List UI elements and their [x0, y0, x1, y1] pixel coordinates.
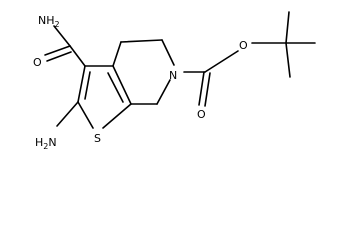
bond-amide-c-n	[53, 25, 71, 47]
structural-formula: NH2 O H2N S N O O	[33, 11, 316, 151]
atom-label-ether-o: O	[239, 39, 248, 52]
bond-c7a-s	[102, 103, 132, 129]
bond-tbu-methyl-up	[285, 11, 290, 44]
bond-amide-c-o	[44, 45, 71, 56]
atom-label-ring-n: N	[169, 69, 177, 82]
bond-tbu-methyl-down	[285, 42, 291, 78]
bond-c3a-c7a-inner	[107, 72, 124, 103]
bond-n6-c7	[156, 79, 171, 105]
bond-c4-c5	[120, 39, 163, 43]
bond-c3a-c7a	[112, 65, 132, 105]
bond-c2-c3-inner	[84, 71, 91, 100]
bond-carbonyl-o-double-b	[204, 72, 211, 107]
atom-label-carbonyl-o: O	[197, 108, 206, 121]
bond-amide-c-o-double	[46, 51, 72, 62]
atom-label-amine-nh2: H2N	[35, 136, 57, 151]
bond-amide-to-ring	[69, 45, 86, 67]
bond-c2-c3	[77, 65, 86, 103]
bond-c2-amine	[56, 101, 79, 127]
atom-label-amide-nh2: NH2	[38, 14, 60, 29]
atom-label-amide-o: O	[33, 56, 42, 69]
bond-c5-n6	[161, 39, 175, 66]
bond-carbonyl-o-double-a	[198, 71, 205, 106]
bond-carbonyl-o-ether	[204, 50, 239, 73]
bond-s-c2	[77, 101, 94, 129]
bond-c3a-c4	[112, 41, 122, 67]
atom-label-ring-s: S	[94, 132, 101, 145]
